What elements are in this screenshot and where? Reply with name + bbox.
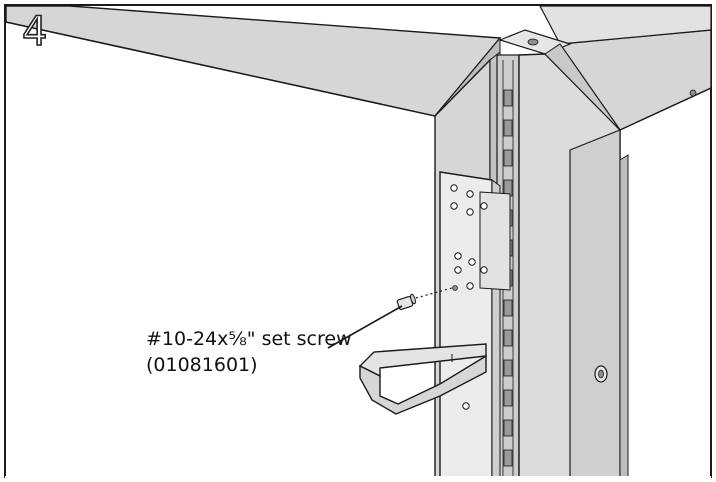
set-screw-callout: #10-24x⅝" set screw (01081601): [146, 326, 352, 378]
rail-slot: [503, 89, 513, 107]
bracket-hole: [450, 184, 458, 192]
bracket-hole: [480, 266, 488, 274]
rail-slot: [503, 419, 513, 437]
rail-slot: [503, 359, 513, 377]
bracket-hole: [454, 252, 462, 260]
callout-part-description: #10-24x⅝" set screw: [146, 328, 352, 350]
bracket-hole: [480, 202, 488, 210]
top-left-beam: [5, 5, 502, 127]
corner-plate: [498, 29, 572, 55]
step-number: 4: [21, 9, 48, 55]
rail-slot: [503, 449, 513, 467]
rail-slot: [503, 149, 513, 167]
shelf-hook: [358, 343, 487, 415]
bracket-hole: [466, 208, 474, 216]
mounting-bracket: [439, 171, 511, 479]
bracket-hole: [450, 202, 458, 210]
bracket-hole: [466, 282, 474, 290]
callout-part-number: (01081601): [146, 354, 258, 376]
bracket-hole: [462, 402, 470, 410]
rail-slot: [503, 389, 513, 407]
bracket-holes: [450, 184, 488, 410]
bracket-hole: [466, 190, 474, 198]
plate-screw: [527, 38, 539, 46]
rail-slot: [503, 329, 513, 347]
callout-leader-line: [327, 305, 403, 349]
beam-hole: [689, 89, 697, 97]
rail-slot: [503, 299, 513, 317]
top-right-beam: [539, 5, 712, 131]
right-vertical-post: [518, 43, 629, 479]
bracket-hole: [454, 266, 462, 274]
bracket-hole: [468, 258, 476, 266]
rail-slot: [503, 119, 513, 137]
